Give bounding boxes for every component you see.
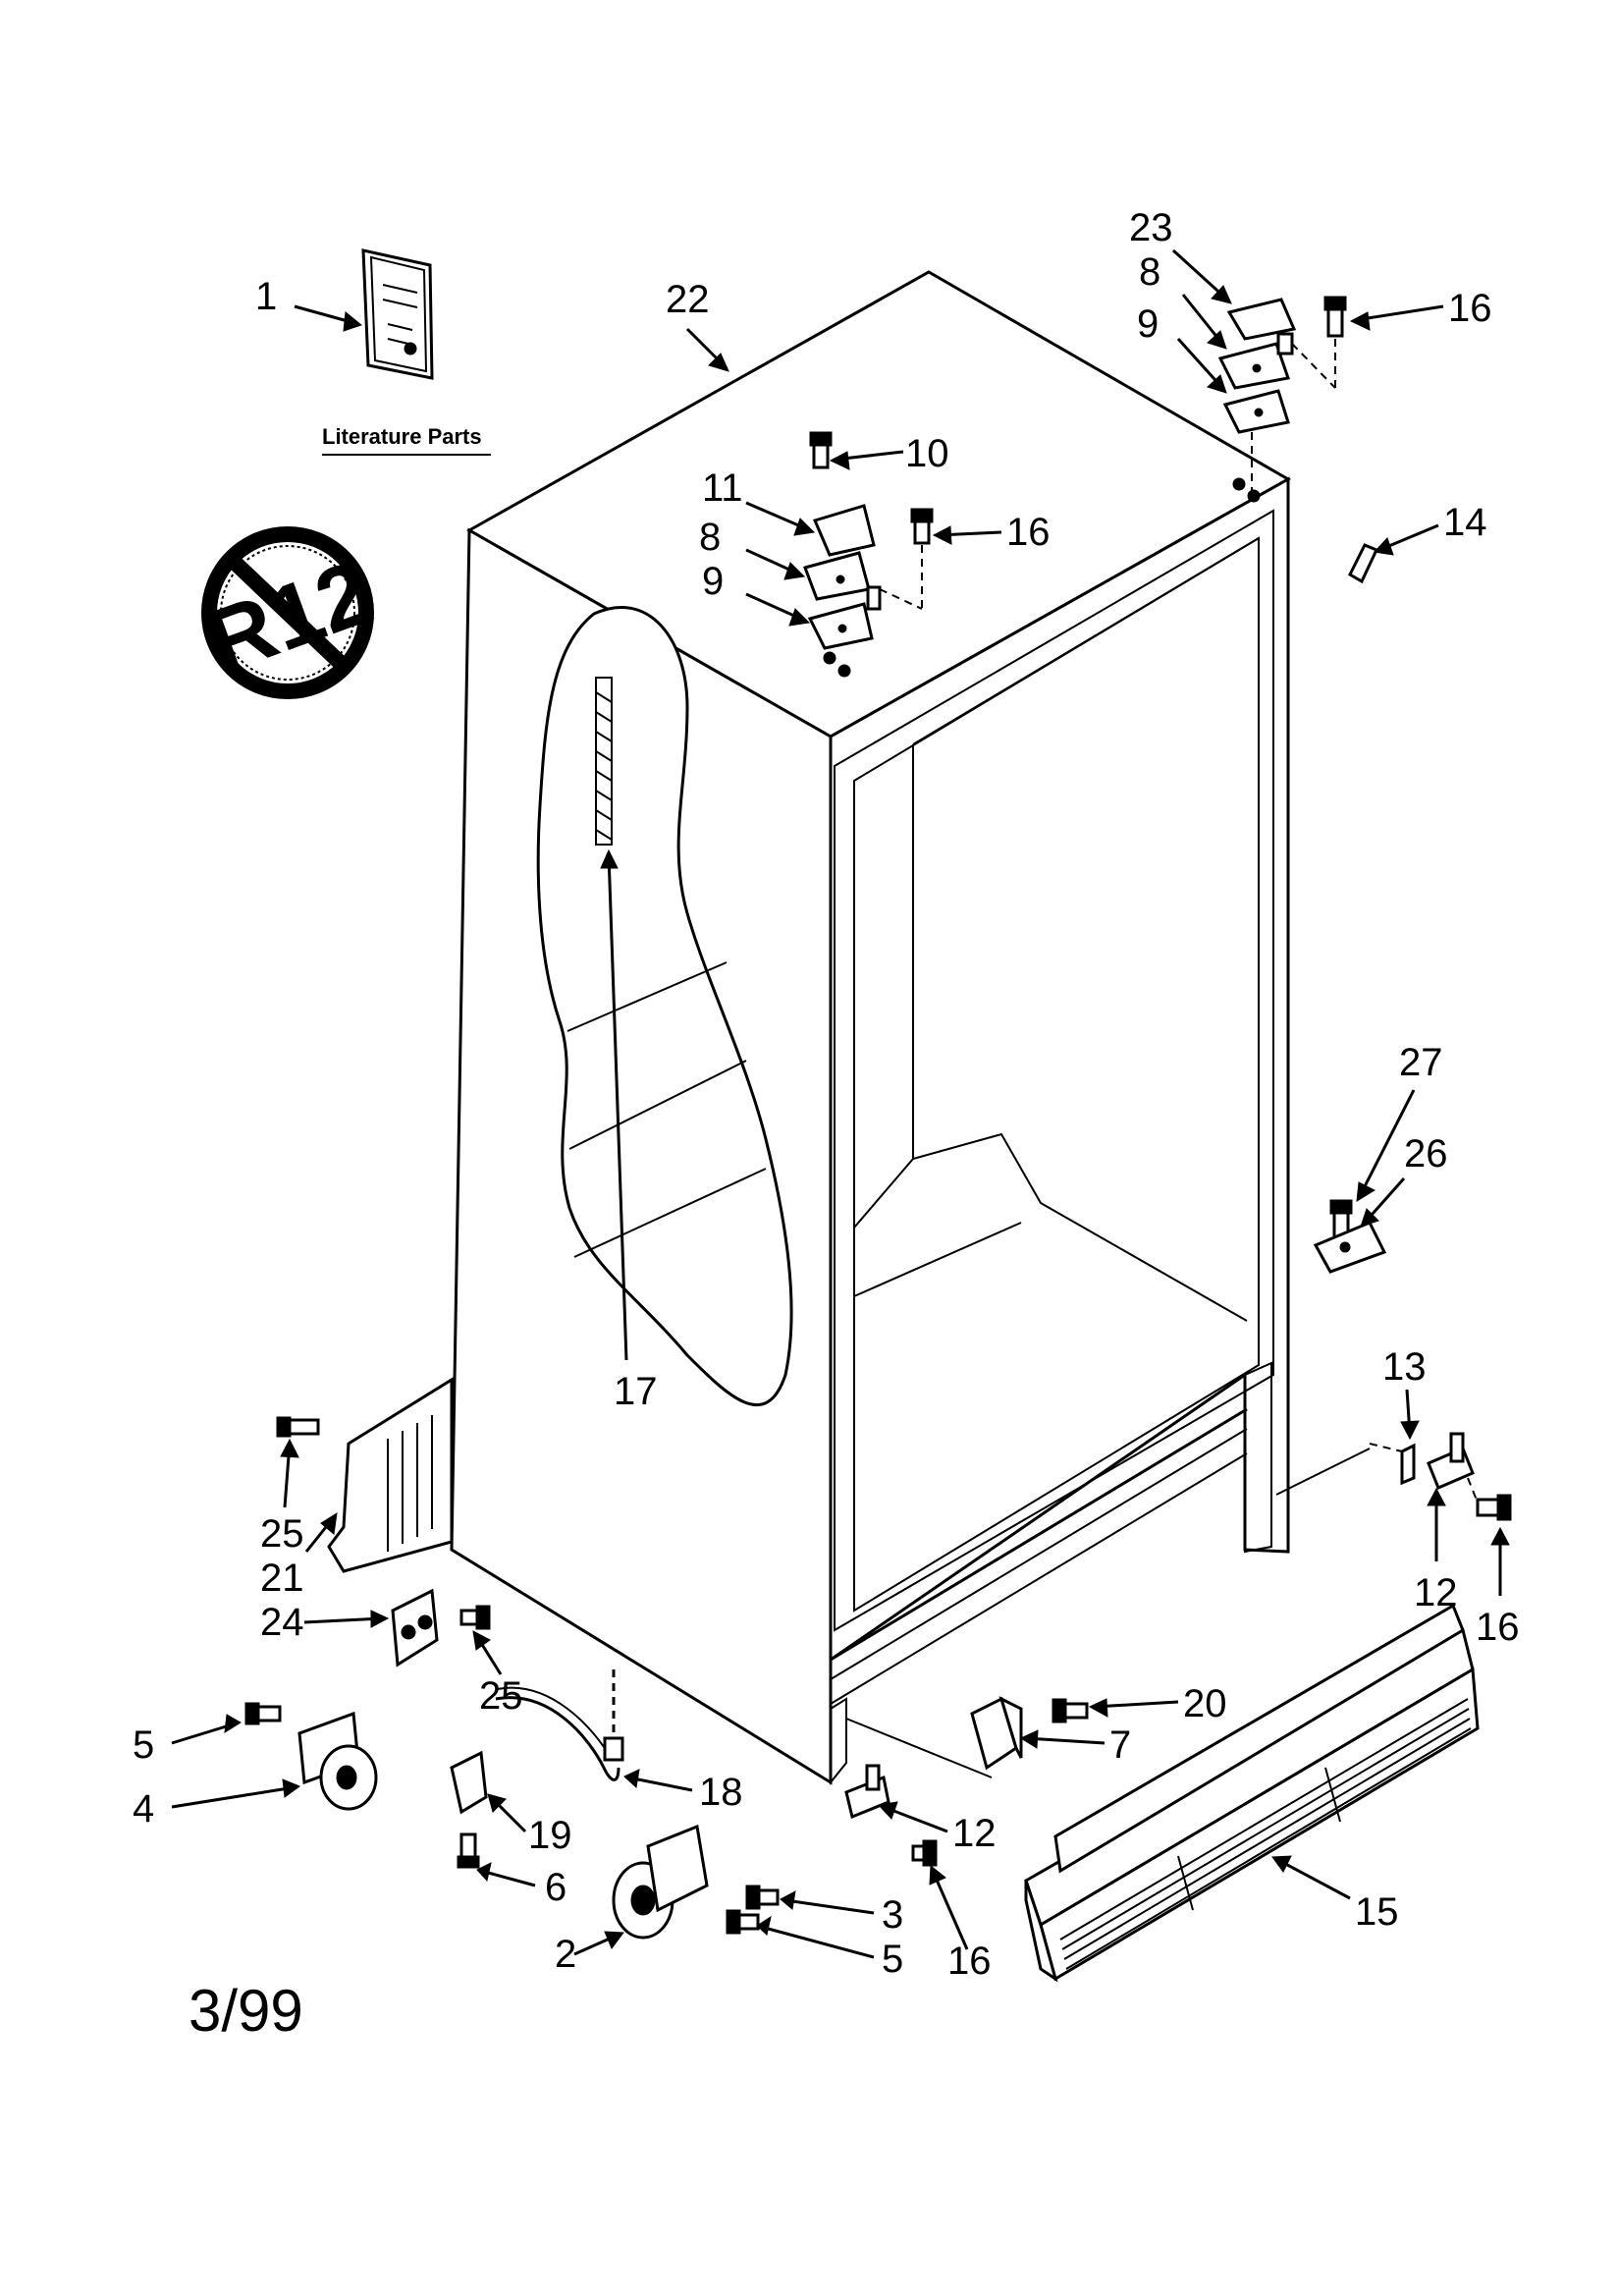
callout-24: 24 xyxy=(260,1601,304,1644)
callout-13: 13 xyxy=(1382,1345,1427,1389)
callout-22: 22 xyxy=(666,278,710,321)
callout-leaders xyxy=(171,248,1510,1959)
callout-numbers: 1 22 23 8 9 16 10 11 8 9 16 14 27 26 17 … xyxy=(133,206,1520,1983)
callout-25-bracket: 25 xyxy=(479,1674,523,1718)
screw-and-bracket-right xyxy=(1313,1199,1387,1274)
toe-grille xyxy=(1024,1603,1480,1983)
callout-16-bottom: 16 xyxy=(947,1940,992,1983)
callout-19: 19 xyxy=(528,1814,572,1857)
callout-27: 27 xyxy=(1399,1041,1443,1084)
date-code: 3/99 xyxy=(189,1978,303,2044)
bottom-bracket xyxy=(844,1764,938,1867)
left-hinge-stack xyxy=(803,431,934,650)
right-bottom-bracket xyxy=(1369,1432,1512,1521)
grille-bracket xyxy=(970,1696,1089,1771)
callout-12-bottom: 12 xyxy=(952,1812,997,1855)
callout-8-right: 8 xyxy=(1139,250,1160,294)
callout-5-bottom: 5 xyxy=(882,1938,903,1981)
rear-bracket xyxy=(391,1588,491,1667)
callout-6: 6 xyxy=(545,1866,566,1909)
callout-5-left: 5 xyxy=(133,1723,154,1767)
callout-1: 1 xyxy=(255,275,277,318)
refrigerator-cabinet xyxy=(450,270,1371,1785)
rear-roller xyxy=(244,1702,378,1811)
callout-4: 4 xyxy=(133,1787,154,1831)
callout-25-panel: 25 xyxy=(260,1512,304,1556)
literature-booklet xyxy=(361,248,434,380)
callout-9-left: 9 xyxy=(702,560,724,603)
callout-7: 7 xyxy=(1109,1723,1131,1767)
callout-2: 2 xyxy=(555,1933,576,1976)
callout-9-right: 9 xyxy=(1137,302,1159,346)
water-tube-assembly xyxy=(450,1669,624,1869)
callout-17: 17 xyxy=(614,1370,658,1413)
callout-11: 11 xyxy=(702,466,743,510)
rear-access-panel xyxy=(276,1377,454,1573)
front-roller xyxy=(612,1824,780,1940)
callout-3: 3 xyxy=(882,1893,903,1937)
callout-15: 15 xyxy=(1355,1890,1399,1934)
callout-26: 26 xyxy=(1404,1132,1448,1175)
callout-12-right: 12 xyxy=(1414,1571,1458,1614)
ice-spring xyxy=(595,677,613,846)
callout-21: 21 xyxy=(260,1557,304,1600)
right-hinge-stack xyxy=(1217,296,1347,491)
callout-14: 14 xyxy=(1443,501,1487,544)
literature-caption: Literature Parts xyxy=(322,424,482,449)
door-clip xyxy=(1348,543,1379,584)
callout-16-right: 16 xyxy=(1476,1606,1520,1649)
callout-16-top-left: 16 xyxy=(1006,511,1051,554)
callout-16-top-right: 16 xyxy=(1448,287,1492,330)
callout-18: 18 xyxy=(699,1771,743,1814)
callout-23: 23 xyxy=(1129,206,1173,249)
callout-10: 10 xyxy=(905,432,949,475)
no-r12-symbol: R12 xyxy=(194,526,384,699)
callout-8-left: 8 xyxy=(699,516,721,559)
callout-20: 20 xyxy=(1183,1682,1227,1725)
